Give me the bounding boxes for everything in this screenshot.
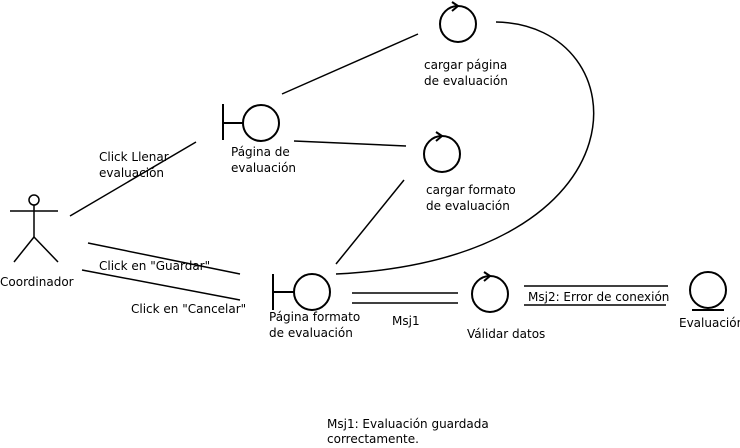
boundary-label-line-1: Página formato [269, 310, 360, 324]
control-arrowhead [483, 271, 491, 282]
boundary-label-line-1: Página de [231, 145, 290, 159]
actor-head [28, 194, 40, 206]
control-validar-datos: Válidar datos [467, 271, 545, 341]
link-actor-cancelar [81, 269, 241, 301]
actor-left-leg [13, 236, 35, 263]
note-line-1: Msj1: Evaluación guardada [327, 417, 489, 431]
message-msj1: Msj1 [392, 314, 420, 328]
control-cargar-pagina: cargar página de evaluación [424, 1, 508, 88]
note-line-2: correctamente. [327, 432, 419, 446]
message-click-guardar: Click en "Guardar" [99, 259, 210, 273]
boundary-pagina-evaluacion: Página de evaluación [222, 104, 296, 175]
link-actor-guardar [87, 242, 241, 275]
message-msj2: Msj2: Error de conexión [528, 290, 669, 304]
control-circle [471, 275, 509, 313]
link-cargar-formato-pagina-formato [335, 179, 405, 265]
control-label-line-2: de evaluación [426, 199, 510, 213]
message-labels: Click Llenar evaluación Click en "Guarda… [99, 150, 669, 328]
control-label-line-1: cargar formato [426, 183, 516, 197]
link-pagina-cargar-formato [293, 140, 407, 147]
note: Msj1: Evaluación guardada correctamente. [327, 417, 489, 446]
message-click-cancelar: Click en "Cancelar" [131, 302, 246, 316]
link-actor-pagina-evaluacion [69, 141, 197, 217]
link-pagina-cargar-pagina [281, 33, 419, 95]
control-circle [439, 5, 477, 43]
link-cargar-pagina-pagina-formato [335, 21, 595, 275]
control-cargar-formato: cargar formato de evaluación [423, 131, 516, 213]
message-click-llenar-line-1: Click Llenar [99, 150, 169, 164]
actor-coordinador: Coordinador [0, 194, 74, 289]
control-label: Válidar datos [467, 327, 545, 341]
control-arrowhead [435, 131, 443, 142]
boundary-label-line-2: evaluación [231, 161, 296, 175]
boundary-circle [242, 104, 280, 142]
actor-right-leg [33, 236, 59, 263]
control-label-line-1: cargar página [424, 58, 507, 72]
control-label-line-2: de evaluación [424, 74, 508, 88]
actor-label: Coordinador [0, 275, 74, 289]
entity-circle [689, 271, 727, 309]
control-circle [423, 135, 461, 173]
boundary-label-line-2: de evaluación [269, 326, 353, 340]
boundary-circle [293, 273, 331, 311]
links [69, 21, 668, 306]
control-arrowhead [451, 1, 459, 12]
boundary-pagina-formato: Página formato de evaluación [269, 273, 360, 340]
message-click-llenar-line-2: evaluación [99, 166, 164, 180]
entity-label: Evaluación [679, 316, 740, 330]
entity-evaluacion: Evaluación [679, 271, 740, 330]
